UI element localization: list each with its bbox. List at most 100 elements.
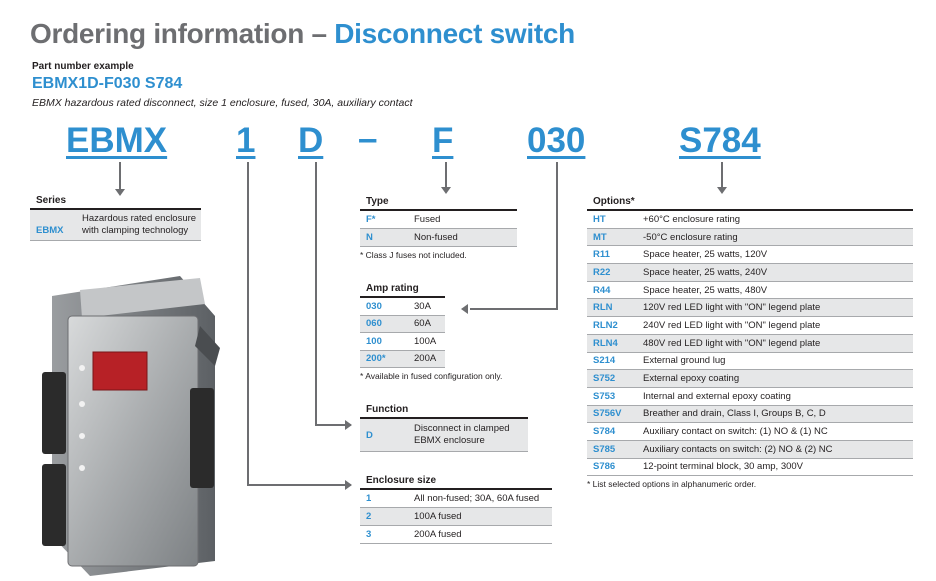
table-row: 060 60A — [360, 315, 445, 333]
option-code: S785 — [593, 443, 616, 455]
options-note: * List selected options in alphanumeric … — [587, 479, 757, 490]
option-desc: Space heater, 25 watts, 120V — [643, 249, 768, 261]
series-desc: Hazardous rated enclosure with clamping … — [82, 213, 197, 236]
table-row: S752 External epoxy coating — [587, 370, 913, 388]
code-function: D — [298, 121, 324, 160]
connector-size — [247, 162, 249, 485]
type-title: Type — [360, 196, 517, 211]
table-row: S756V Breather and drain, Class I, Groups… — [587, 405, 913, 424]
type-note: * Class J fuses not included. — [360, 250, 467, 260]
connector-type — [445, 162, 447, 188]
option-desc: 12-point terminal block, 30 amp, 300V — [643, 461, 804, 473]
table-row: MT -50°C enclosure rating — [587, 228, 913, 247]
code-dash: – — [358, 119, 378, 158]
option-desc: External epoxy coating — [643, 373, 740, 385]
page-title: Ordering information – Disconnect switch — [30, 18, 575, 50]
amp-desc: 30A — [414, 300, 431, 312]
amp-code: 200* — [366, 353, 386, 365]
amp-code: 030 — [366, 300, 382, 312]
connector-options — [721, 162, 723, 188]
function-table: Function D Disconnect in clamped EBMX en… — [360, 404, 528, 452]
arrow-series — [115, 189, 125, 196]
option-code: S784 — [593, 426, 616, 438]
amp-desc: 60A — [414, 318, 431, 330]
series-table: Series EBMX Hazardous rated enclosure wi… — [30, 195, 201, 241]
code-size: 1 — [236, 121, 256, 160]
connector-amp — [556, 162, 558, 310]
size-desc: All non-fused; 30A, 60A fused — [414, 493, 540, 504]
code-amp: 030 — [527, 121, 586, 160]
size-desc: 200A fused — [414, 529, 462, 540]
option-code: MT — [593, 231, 607, 243]
part-number-label: Part number example — [32, 61, 134, 72]
arrow-function — [345, 420, 352, 430]
connector-amp-h — [470, 308, 558, 310]
option-desc: Internal and external epoxy coating — [643, 390, 791, 402]
table-row: R22 Space heater, 25 watts, 240V — [587, 264, 913, 282]
enclosure-image — [42, 276, 220, 576]
type-code: F* — [366, 214, 376, 225]
table-row: D Disconnect in clamped EBMX enclosure — [360, 419, 528, 452]
option-desc: Auxiliary contacts on switch: (2) NO & (… — [643, 443, 833, 455]
part-number-description: EBMX hazardous rated disconnect, size 1 … — [32, 97, 413, 109]
option-code: RLN2 — [593, 319, 618, 331]
function-desc: Disconnect in clamped EBMX enclosure — [414, 423, 510, 446]
option-code: R11 — [593, 249, 610, 261]
size-desc: 100A fused — [414, 511, 462, 522]
table-row: 200*200A — [360, 350, 445, 368]
option-desc: 240V red LED light with "ON" legend plat… — [643, 319, 821, 331]
option-code: R22 — [593, 266, 611, 278]
table-row: EBMX Hazardous rated enclosure with clam… — [30, 210, 201, 241]
type-desc: Non-fused — [414, 232, 458, 243]
table-row: HT +60°C enclosure rating — [587, 211, 913, 229]
amp-code: 060 — [366, 318, 382, 330]
size-code: 1 — [366, 493, 372, 504]
connector-series — [119, 162, 121, 190]
code-series: EBMX — [66, 121, 168, 160]
option-desc: +60°C enclosure rating — [643, 213, 741, 225]
table-row: 3 200A fused — [360, 526, 552, 544]
function-title: Function — [360, 404, 528, 419]
table-row: 1 All non-fused; 30A, 60A fused — [360, 490, 552, 508]
option-desc: Space heater, 25 watts, 480V — [643, 284, 768, 296]
table-row: S784 Auxiliary contact on switch: (1) NO … — [587, 423, 913, 441]
option-desc: -50°C enclosure rating — [643, 231, 738, 243]
options-title: Options* — [587, 196, 913, 211]
code-type: F — [432, 121, 454, 160]
option-code: S756V — [593, 408, 622, 420]
function-code: D — [366, 429, 373, 441]
option-desc: Breather and drain, Class I, Groups B, C… — [643, 408, 826, 420]
connector-size-h — [247, 484, 351, 486]
option-code: RLN — [593, 302, 613, 314]
connector-function-h — [315, 424, 351, 426]
option-code: RLN4 — [593, 337, 618, 349]
option-desc: Space heater, 25 watts, 240V — [643, 266, 768, 278]
option-code: HT — [593, 213, 606, 225]
table-row: RLN2 240V red LED light with "ON" legend … — [587, 317, 913, 335]
option-code: S214 — [593, 355, 616, 367]
arrow-size — [345, 480, 352, 490]
table-row: 030 30A — [360, 298, 445, 316]
option-code: S753 — [593, 390, 616, 402]
series-title: Series — [30, 195, 201, 210]
size-code: 3 — [366, 529, 372, 540]
type-desc: Fused — [414, 214, 441, 225]
option-desc: Auxiliary contact on switch: (1) NO & (1… — [643, 426, 828, 438]
part-number-example: EBMX1D-F030 S784 — [32, 75, 183, 92]
code-options: S784 — [679, 121, 761, 160]
arrow-amp — [461, 304, 468, 314]
table-row: 2 100A fused — [360, 508, 552, 526]
arrow-options — [717, 187, 727, 194]
size-code: 2 — [366, 511, 372, 522]
amp-rating-note: * Available in fused configuration only. — [360, 371, 503, 381]
table-row: F* Fused — [360, 211, 517, 229]
option-code: S752 — [593, 373, 616, 385]
options-table: Options* HT +60°C enclosure rating MT -50°… — [587, 196, 913, 489]
